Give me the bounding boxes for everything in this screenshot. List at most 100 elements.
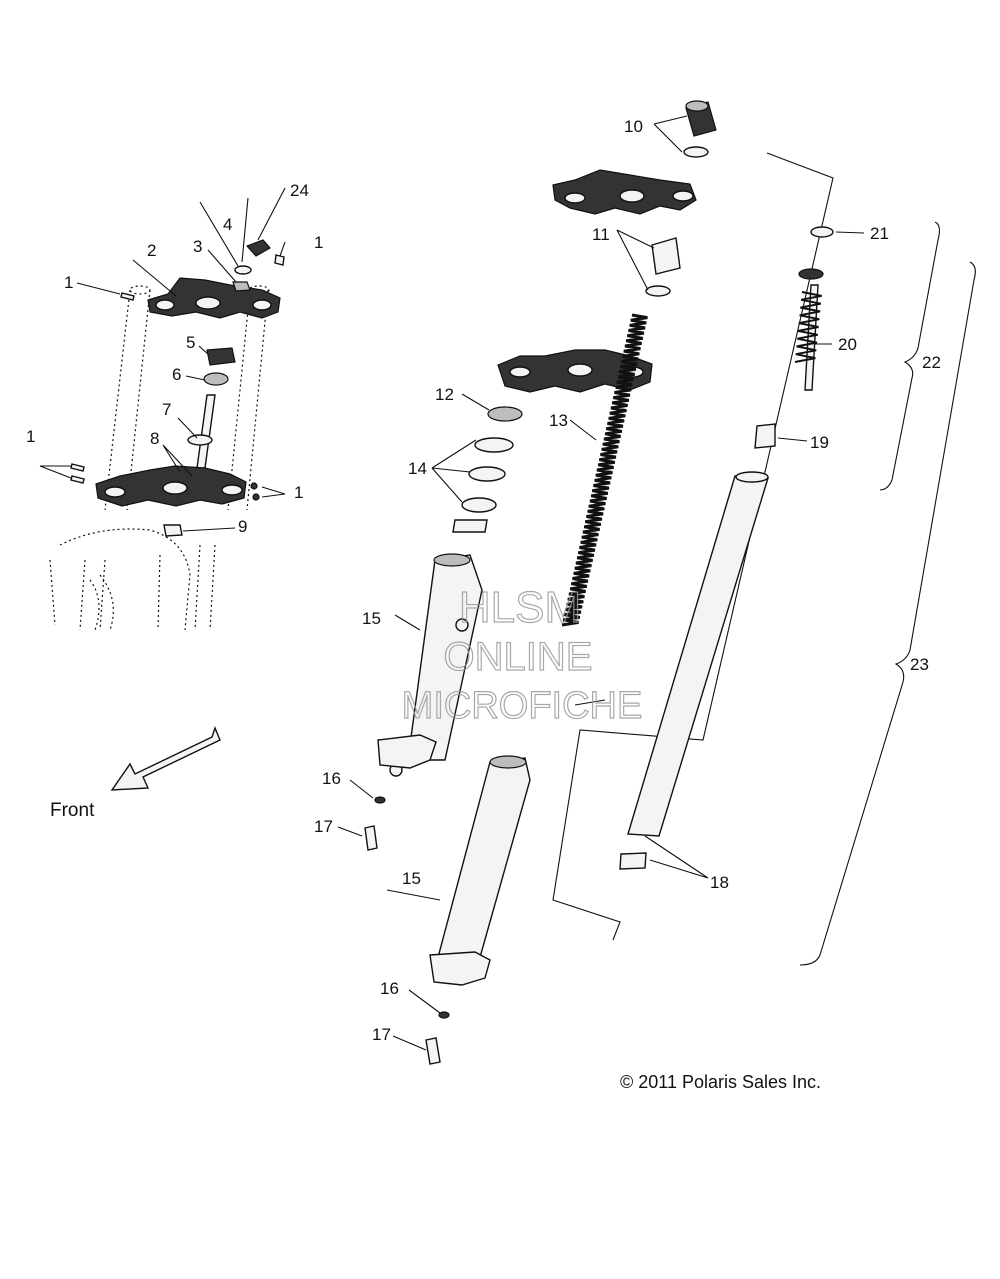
- ring-icon: [461, 497, 497, 513]
- callout-labels: 1 1 1 1 2 3 4 5 6 7 8 9 10 11 12 13 14 1…: [26, 117, 941, 1044]
- cup-icon: [163, 524, 183, 537]
- callout-20: 20: [838, 335, 857, 354]
- clamp-hole-icon: [104, 486, 126, 498]
- callout-15: 15: [402, 869, 421, 888]
- callout-18: 18: [710, 873, 729, 892]
- bushing-icon: [452, 519, 488, 533]
- callout-22: 22: [922, 353, 941, 372]
- clamp-hole-icon: [195, 296, 221, 310]
- o-ring-icon: [683, 146, 709, 158]
- fork-foot-icon: [377, 734, 437, 769]
- clamp-hole-icon: [509, 366, 531, 378]
- fork-foot-icon: [429, 951, 491, 986]
- cap-top-icon: [685, 100, 709, 112]
- fork-tube-top-icon: [735, 471, 769, 483]
- seal-icon: [203, 372, 229, 386]
- rebound-spring-icon: [794, 291, 822, 363]
- callout-7: 7: [162, 400, 171, 419]
- callout-2: 2: [147, 241, 156, 260]
- bolt-icon: [120, 292, 135, 301]
- watermark-line-1: HLSM: [459, 583, 581, 632]
- callout-1: 1: [26, 427, 35, 446]
- seal-icon: [487, 406, 523, 422]
- nut-icon: [232, 281, 251, 292]
- watermark-line-3: MICROFICHE: [402, 685, 643, 727]
- washer-icon: [234, 265, 252, 275]
- rod-nut-icon: [798, 268, 824, 280]
- stem-collar-icon: [187, 434, 213, 446]
- assembly-outline-link: [574, 699, 606, 706]
- callout-13: 13: [549, 411, 568, 430]
- bushing-icon: [754, 423, 776, 449]
- left-fork-tube-outline: [104, 289, 151, 511]
- bushing-icon: [651, 237, 681, 275]
- front-arrow-icon: [110, 726, 221, 791]
- bolt-icon: [252, 493, 260, 501]
- callout-12: 12: [435, 385, 454, 404]
- clamp-hole-icon: [162, 481, 188, 495]
- callout-8: 8: [150, 429, 159, 448]
- callout-4: 4: [223, 215, 232, 234]
- fork-tube-cap-left: [129, 285, 151, 295]
- callout-21: 21: [870, 224, 889, 243]
- bolt-icon: [70, 463, 85, 484]
- leader-lines-left: [39, 187, 286, 532]
- callout-17: 17: [372, 1025, 391, 1044]
- callout-15: 15: [362, 609, 381, 628]
- callout-3: 3: [193, 237, 202, 256]
- washer-icon: [374, 796, 386, 804]
- fork-slider-top-icon: [489, 755, 527, 769]
- callout-19: 19: [810, 433, 829, 452]
- clamp-hole-icon: [221, 484, 243, 496]
- spring-icon: [561, 313, 648, 627]
- callout-1: 1: [294, 483, 303, 502]
- assembly-outline-23: [552, 152, 834, 941]
- bolt-icon: [425, 1037, 441, 1065]
- right-assembly: [337, 100, 976, 1065]
- callout-16: 16: [322, 769, 341, 788]
- cap-icon: [245, 239, 271, 257]
- clamp-hole-icon: [155, 299, 175, 311]
- copyright-text: © 2011 Polaris Sales Inc.: [620, 1072, 821, 1092]
- fork-leg-outline: [49, 544, 216, 631]
- watermark: HLSM ONLINE MICROFICHE: [401, 582, 643, 727]
- fork-slider-icon: [435, 757, 531, 976]
- bearing-icon: [206, 347, 236, 366]
- callout-1: 1: [314, 233, 323, 252]
- callout-1: 1: [64, 273, 73, 292]
- clamp-hole-icon: [567, 363, 593, 377]
- axle-boss-icon: [455, 618, 469, 632]
- callout-16: 16: [380, 979, 399, 998]
- callout-10: 10: [624, 117, 643, 136]
- bushing-icon: [619, 852, 647, 870]
- callout-17: 17: [314, 817, 333, 836]
- fork-tube-icon: [627, 475, 769, 837]
- callout-9: 9: [238, 517, 247, 536]
- right-fork-tube-outline: [227, 289, 269, 511]
- ring-icon: [468, 466, 506, 482]
- front-label: Front: [50, 800, 95, 821]
- spring-outline: [89, 574, 114, 631]
- washer-icon: [438, 1011, 450, 1019]
- clamp-hole-icon: [252, 299, 272, 311]
- o-ring-icon: [810, 226, 834, 238]
- watermark-line-2: ONLINE: [444, 635, 593, 679]
- clamp-hole-icon: [672, 190, 694, 202]
- fender-outline: [59, 528, 191, 631]
- brace-22: [879, 221, 941, 491]
- callout-5: 5: [186, 333, 195, 352]
- clamp-hole-icon: [564, 192, 586, 204]
- fork-slider-top-icon: [433, 553, 471, 567]
- brace-23: [799, 261, 976, 966]
- leader-lines-right: [337, 115, 865, 1051]
- left-assembly: Front: [39, 187, 286, 821]
- callout-24: 24: [290, 181, 309, 200]
- steering-stem-icon: [196, 394, 216, 469]
- clamp-hole-icon: [619, 189, 645, 203]
- ring-icon: [474, 437, 514, 453]
- callout-14: 14: [408, 459, 427, 478]
- bolt-icon: [364, 825, 378, 851]
- bolt-icon: [250, 482, 258, 490]
